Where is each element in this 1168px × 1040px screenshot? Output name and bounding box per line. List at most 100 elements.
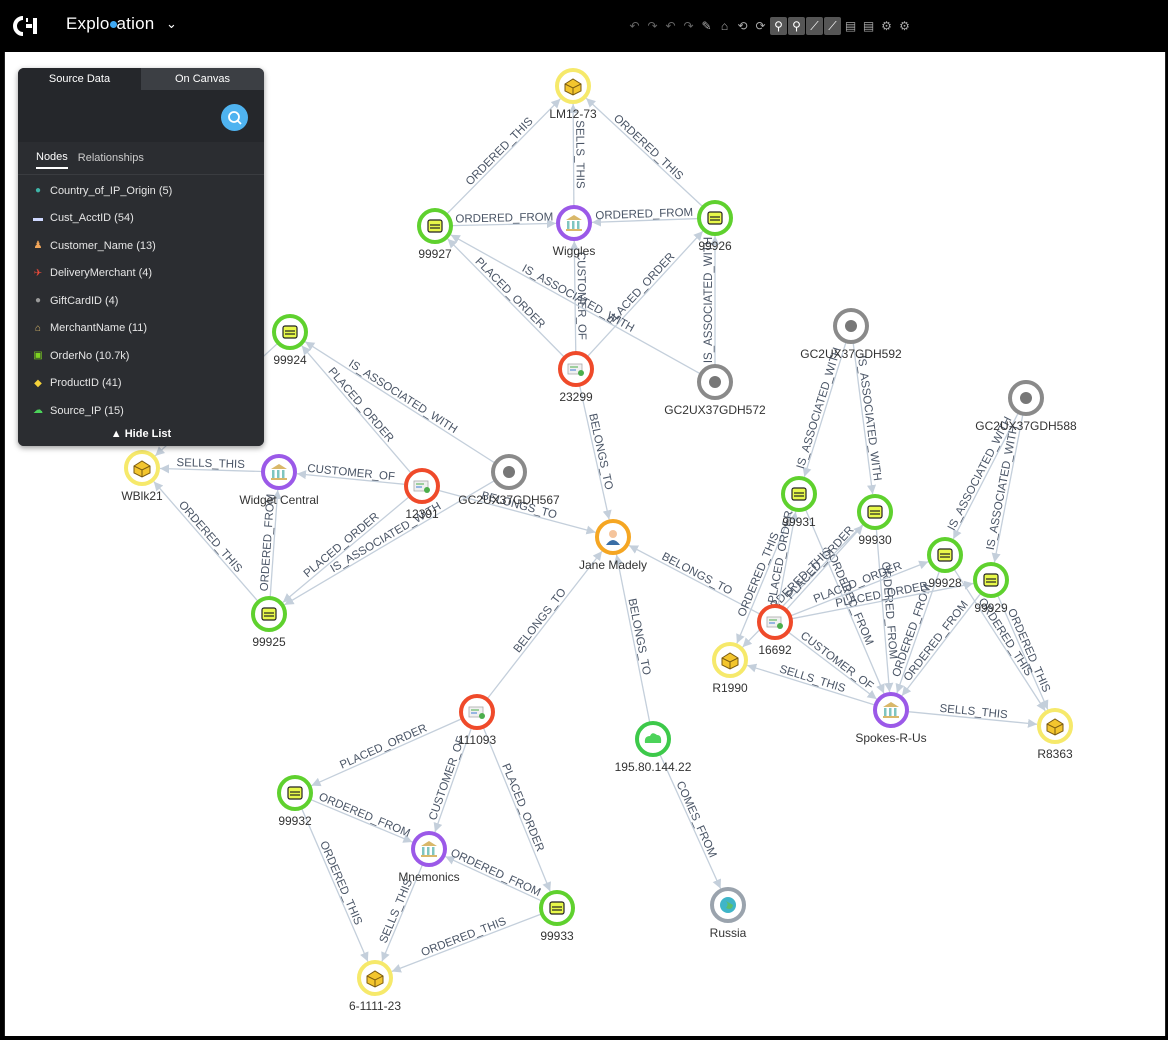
edge-line[interactable]	[586, 230, 704, 358]
edge-line[interactable]	[311, 717, 463, 787]
edge-line[interactable]	[785, 524, 864, 611]
edge-line[interactable]	[585, 97, 704, 208]
edge-line[interactable]	[269, 489, 282, 599]
edge-line[interactable]	[658, 753, 722, 889]
edge-line[interactable]	[447, 238, 566, 359]
graph-node[interactable]: GC2UX37GDH567	[458, 454, 560, 507]
edge-line[interactable]	[952, 411, 1020, 540]
edge-line[interactable]	[433, 726, 473, 833]
expand-icon[interactable]: ↶	[665, 19, 676, 33]
subtab-relationships[interactable]: Relationships	[77, 152, 144, 164]
list-item[interactable]: ⌂MerchantName (11)	[18, 315, 264, 343]
undo-icon[interactable]: ↶	[629, 19, 640, 33]
edge-line[interactable]	[381, 863, 424, 962]
edge-line[interactable]	[996, 594, 1049, 710]
edge-line[interactable]	[787, 631, 878, 700]
report-icon[interactable]: ▤	[862, 19, 875, 33]
edge-line[interactable]	[746, 663, 876, 706]
edge-line[interactable]	[736, 508, 794, 644]
hide-list-button[interactable]: ▲ Hide List	[18, 422, 264, 446]
list-item[interactable]: ◆ProductID (41)	[18, 370, 264, 398]
list-item[interactable]: ▣OrderNo (10.7k)	[18, 342, 264, 370]
graph-node[interactable]: 12391	[404, 468, 440, 521]
graph-node[interactable]: R8363	[1037, 708, 1073, 761]
edge-line[interactable]	[789, 560, 929, 617]
refresh-icon[interactable]: ⟲	[737, 19, 748, 33]
graph-node[interactable]: GC2UX37GDH588	[975, 380, 1077, 433]
graph-node[interactable]: 99929	[973, 562, 1009, 615]
edge-line[interactable]	[578, 384, 612, 520]
list-item[interactable]: ●Country_of_IP_Origin (5)	[18, 177, 264, 205]
graph-node[interactable]: 99933	[539, 890, 575, 943]
tab-source-data[interactable]: Source Data	[18, 68, 141, 90]
edge-line[interactable]	[802, 341, 847, 477]
edge-line[interactable]	[568, 103, 578, 208]
collapse-icon[interactable]: ↷	[683, 19, 694, 33]
list-item[interactable]: ☁Source_IP (15)	[18, 397, 264, 425]
edge-line[interactable]	[953, 568, 1046, 712]
clear-icon[interactable]: ✎	[701, 19, 712, 33]
edge-line[interactable]	[613, 554, 651, 724]
edge-line[interactable]	[391, 913, 543, 973]
brush-icon[interactable]: ⟋	[824, 17, 841, 35]
graph-node[interactable]: 111093	[458, 694, 497, 747]
edge-line[interactable]	[901, 592, 982, 697]
edge-line[interactable]	[300, 807, 369, 962]
edge-line[interactable]	[790, 580, 974, 620]
edge-line[interactable]	[304, 341, 496, 464]
edge-line[interactable]	[804, 508, 885, 694]
edge-line[interactable]	[906, 710, 1038, 728]
edge-line[interactable]	[284, 479, 496, 606]
graph-node[interactable]: 99926	[697, 200, 733, 253]
list-item[interactable]: ✈DeliveryMerchant (4)	[18, 260, 264, 288]
graph-node[interactable]: 99930	[857, 494, 893, 547]
edge-line[interactable]	[991, 413, 1024, 563]
path-icon[interactable]: ⟋	[806, 17, 823, 35]
graph-node[interactable]: Russia	[710, 887, 747, 940]
graph-node[interactable]: GC2UX37GDH592	[800, 308, 902, 361]
edge-line[interactable]	[296, 470, 407, 486]
graph-node[interactable]: Widget Central	[239, 454, 319, 507]
edge-line[interactable]	[153, 481, 259, 603]
edge-line[interactable]	[875, 527, 894, 693]
graph-node[interactable]: 195.80.144.22	[615, 721, 692, 774]
graph-node[interactable]: WBlk21	[121, 450, 163, 503]
subtab-nodes[interactable]: Nodes	[36, 147, 68, 169]
list-item[interactable]: ▬Cust_AcctID (54)	[18, 205, 264, 233]
graph-node[interactable]: 16692	[757, 604, 793, 657]
search-graph-icon[interactable]: ⚲	[788, 17, 805, 35]
graph-node[interactable]: GC2UX37GDH572	[664, 364, 766, 417]
search-area[interactable]	[18, 90, 264, 142]
filter-icon[interactable]: ⚲	[770, 17, 787, 35]
settings-icon[interactable]: ⚙	[881, 19, 892, 33]
edge-line[interactable]	[450, 219, 557, 229]
graph-node[interactable]: Spokes-R-Us	[855, 692, 927, 745]
graph-node[interactable]: Wiggles	[553, 205, 596, 258]
graph-node[interactable]: 99925	[251, 596, 287, 649]
edge-line[interactable]	[895, 569, 941, 694]
edge-line[interactable]	[591, 217, 700, 227]
edge-line[interactable]	[445, 855, 543, 902]
list-item[interactable]: ●GiftCardID (4)	[18, 287, 264, 315]
graph-node[interactable]: 23299	[558, 351, 594, 404]
graph-node[interactable]: 6-1111-23	[349, 960, 401, 1013]
edge-line[interactable]	[852, 341, 877, 495]
list-item[interactable]: ♟Customer_Name (13)	[18, 232, 264, 260]
graph-node[interactable]: Jane Madely	[579, 519, 647, 572]
edge-line[interactable]	[437, 489, 596, 535]
graph-node[interactable]: 99932	[277, 775, 313, 828]
edge-line[interactable]	[450, 234, 702, 375]
edge-line[interactable]	[569, 240, 579, 354]
graph-node[interactable]: LM12-73	[549, 68, 597, 121]
edge-line[interactable]	[445, 98, 561, 216]
edge-line[interactable]	[628, 544, 762, 616]
edge-line[interactable]	[309, 798, 413, 843]
edge-line[interactable]	[486, 550, 603, 700]
chevron-down-icon[interactable]: ⌄	[166, 16, 177, 31]
edge-line[interactable]	[482, 726, 551, 892]
layout-icon[interactable]: ⌂	[720, 19, 729, 33]
graph-node[interactable]: R1990	[712, 642, 748, 695]
